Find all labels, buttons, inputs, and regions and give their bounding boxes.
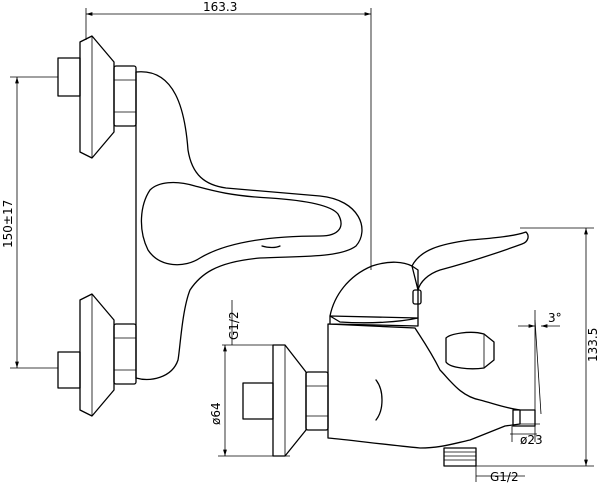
rosette-diameter-label: ø64 (209, 402, 223, 425)
spout-outlet (512, 409, 536, 427)
mixer-lever (140, 181, 342, 266)
side-view: G1/2 ø64 3° (209, 227, 600, 484)
thread-bottom-label: G1/2 (490, 470, 519, 484)
bottom-inlet-pipe (57, 351, 81, 389)
bottom-thread-outlet (443, 447, 477, 467)
lever-button (412, 289, 422, 305)
dim-spacing-label: 150±17 (1, 200, 15, 248)
dim-width-label: 163.3 (203, 0, 237, 14)
lever-detail (261, 245, 281, 249)
thread-top-label: G1/2 (227, 311, 241, 340)
side-cartridge-housing (329, 261, 419, 324)
side-inlet-stub (242, 382, 274, 420)
front-view: 163.3 150±17 (1, 0, 372, 417)
bottom-nut (113, 323, 137, 385)
angle-label: 3° (548, 311, 562, 325)
mixer-body (135, 71, 363, 381)
top-rosette (79, 35, 115, 159)
angle-ref-tilt (534, 319, 542, 415)
top-nut (113, 65, 137, 127)
side-nut (305, 371, 329, 431)
top-inlet-pipe (57, 57, 81, 97)
housing-ring (329, 315, 419, 327)
side-rosette (272, 344, 307, 457)
side-mixer-body (327, 323, 521, 449)
height-label: 133.5 (586, 328, 600, 362)
side-lever (411, 231, 529, 291)
diverter-knob (445, 331, 495, 370)
bottom-rosette (79, 293, 115, 417)
body-curve (375, 379, 383, 421)
spout-diameter-label: ø23 (520, 433, 543, 447)
